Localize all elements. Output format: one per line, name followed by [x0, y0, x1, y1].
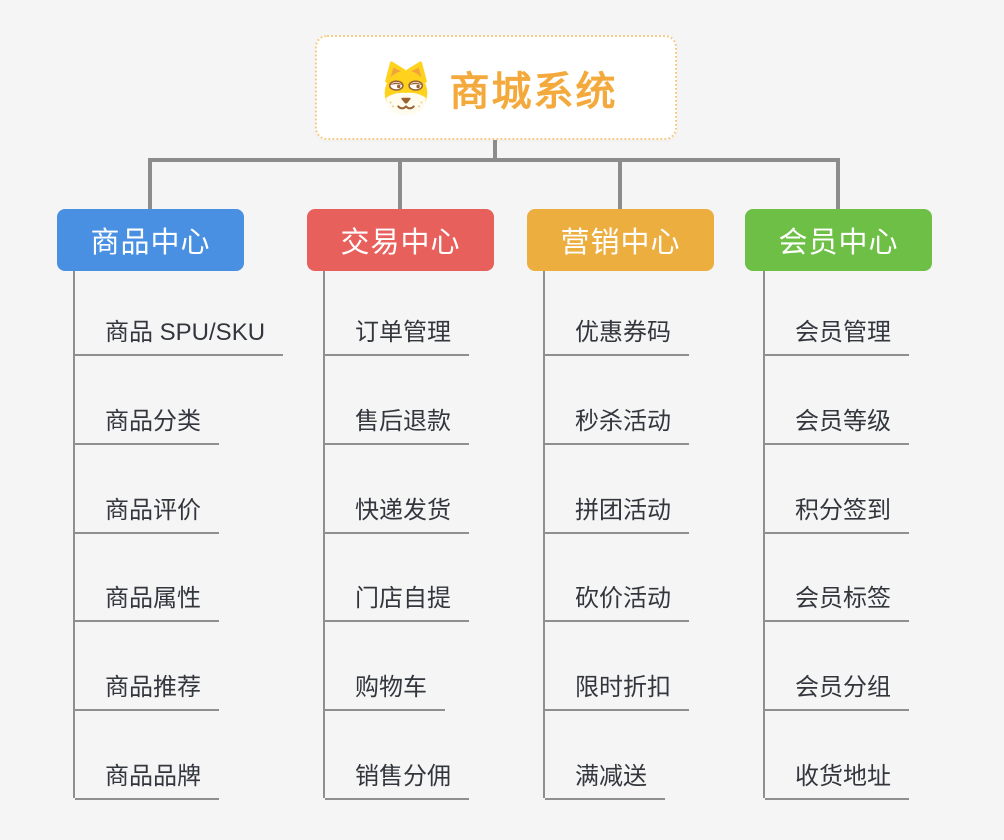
child-node[interactable]: 商品品牌: [75, 762, 219, 800]
child-node[interactable]: 优惠券码: [545, 318, 689, 356]
branch-box-marketing-center[interactable]: 营销中心: [527, 209, 714, 271]
child-node[interactable]: 快递发货: [325, 496, 469, 534]
child-node[interactable]: 售后退款: [325, 407, 469, 445]
child-node[interactable]: 销售分佣: [325, 762, 469, 800]
connector-root-drop: [493, 140, 497, 158]
child-node[interactable]: 商品评价: [75, 496, 219, 534]
branch-box-product-center[interactable]: 商品中心: [57, 209, 244, 271]
child-node[interactable]: 商品分类: [75, 407, 219, 445]
child-node[interactable]: 限时折扣: [545, 673, 689, 711]
child-node[interactable]: 会员标签: [765, 584, 909, 622]
child-node[interactable]: 拼团活动: [545, 496, 689, 534]
child-node[interactable]: 积分签到: [765, 496, 909, 534]
child-node[interactable]: 商品推荐: [75, 673, 219, 711]
child-node[interactable]: 会员分组: [765, 673, 909, 711]
child-node[interactable]: 商品 SPU/SKU: [75, 318, 284, 356]
child-node[interactable]: 购物车: [325, 673, 445, 711]
branch-column-trade: 订单管理 售后退款 快递发货 门店自提 购物车 销售分佣: [323, 271, 565, 800]
child-node[interactable]: 会员等级: [765, 407, 909, 445]
connector-drop-trade: [398, 162, 402, 209]
child-node[interactable]: 秒杀活动: [545, 407, 689, 445]
branch-label: 会员中心: [778, 227, 899, 259]
connector-drop-member: [836, 162, 840, 209]
branch-label: 营销中心: [560, 227, 681, 259]
root-node[interactable]: 商城系统: [315, 35, 677, 140]
branch-label: 商品中心: [90, 227, 211, 259]
branch-box-trade-center[interactable]: 交易中心: [307, 209, 494, 271]
branch-column-marketing: 优惠券码 秒杀活动 拼团活动 砍价活动 限时折扣 满减送: [543, 271, 785, 800]
connector-horizontal: [148, 158, 840, 162]
connector-drop-product: [148, 162, 152, 209]
branch-column-product: 商品 SPU/SKU 商品分类 商品评价 商品属性 商品推荐 商品品牌: [73, 271, 315, 800]
child-node[interactable]: 商品属性: [75, 584, 219, 622]
child-node[interactable]: 会员管理: [765, 318, 909, 356]
branch-column-member: 会员管理 会员等级 积分签到 会员标签 会员分组 收货地址: [763, 271, 1004, 800]
branch-box-member-center[interactable]: 会员中心: [745, 209, 932, 271]
child-node[interactable]: 订单管理: [325, 318, 469, 356]
connector-drop-marketing: [618, 162, 622, 209]
root-title: 商城系统: [449, 69, 618, 114]
branch-label: 交易中心: [340, 227, 461, 259]
child-node[interactable]: 满减送: [545, 762, 665, 800]
child-node[interactable]: 门店自提: [325, 584, 469, 622]
dog-face-icon: [384, 60, 427, 115]
child-node[interactable]: 收货地址: [765, 762, 909, 800]
child-node[interactable]: 砍价活动: [545, 584, 689, 622]
